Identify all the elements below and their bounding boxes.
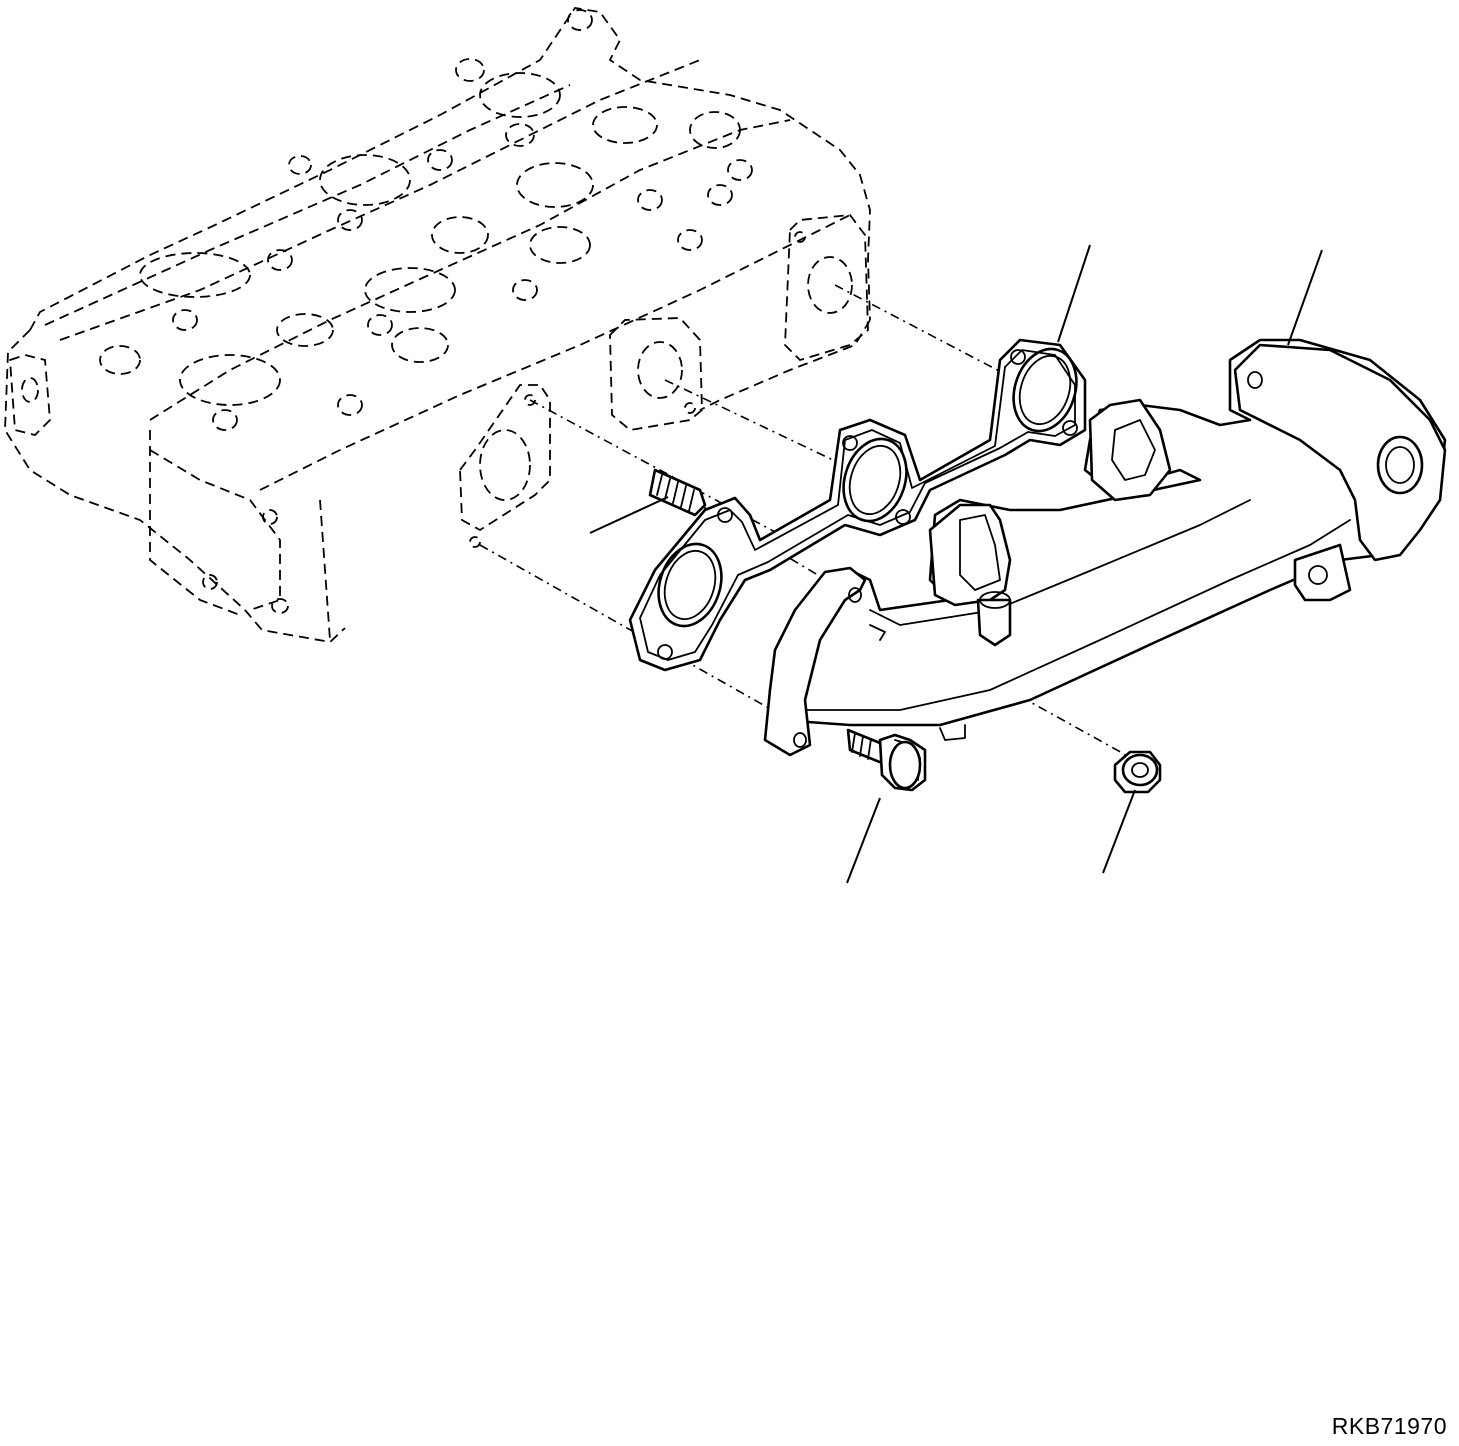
cylinder-head-icon	[4, 7, 871, 643]
stud-bolt-icon	[648, 468, 707, 517]
exhaust-gasket-icon	[628, 338, 1087, 672]
flange-bolt-icon	[846, 728, 927, 792]
leader-lines	[589, 244, 1323, 884]
flange-nut-icon	[1113, 750, 1162, 794]
leader-manifold	[1287, 249, 1323, 346]
leader-bolt	[846, 797, 881, 884]
leader-nut	[1102, 789, 1136, 874]
leader-gasket	[1057, 244, 1091, 343]
leader-stud	[589, 496, 669, 534]
exhaust-manifold-icon	[763, 338, 1447, 757]
figure-code: RKB71970	[1331, 1413, 1447, 1439]
